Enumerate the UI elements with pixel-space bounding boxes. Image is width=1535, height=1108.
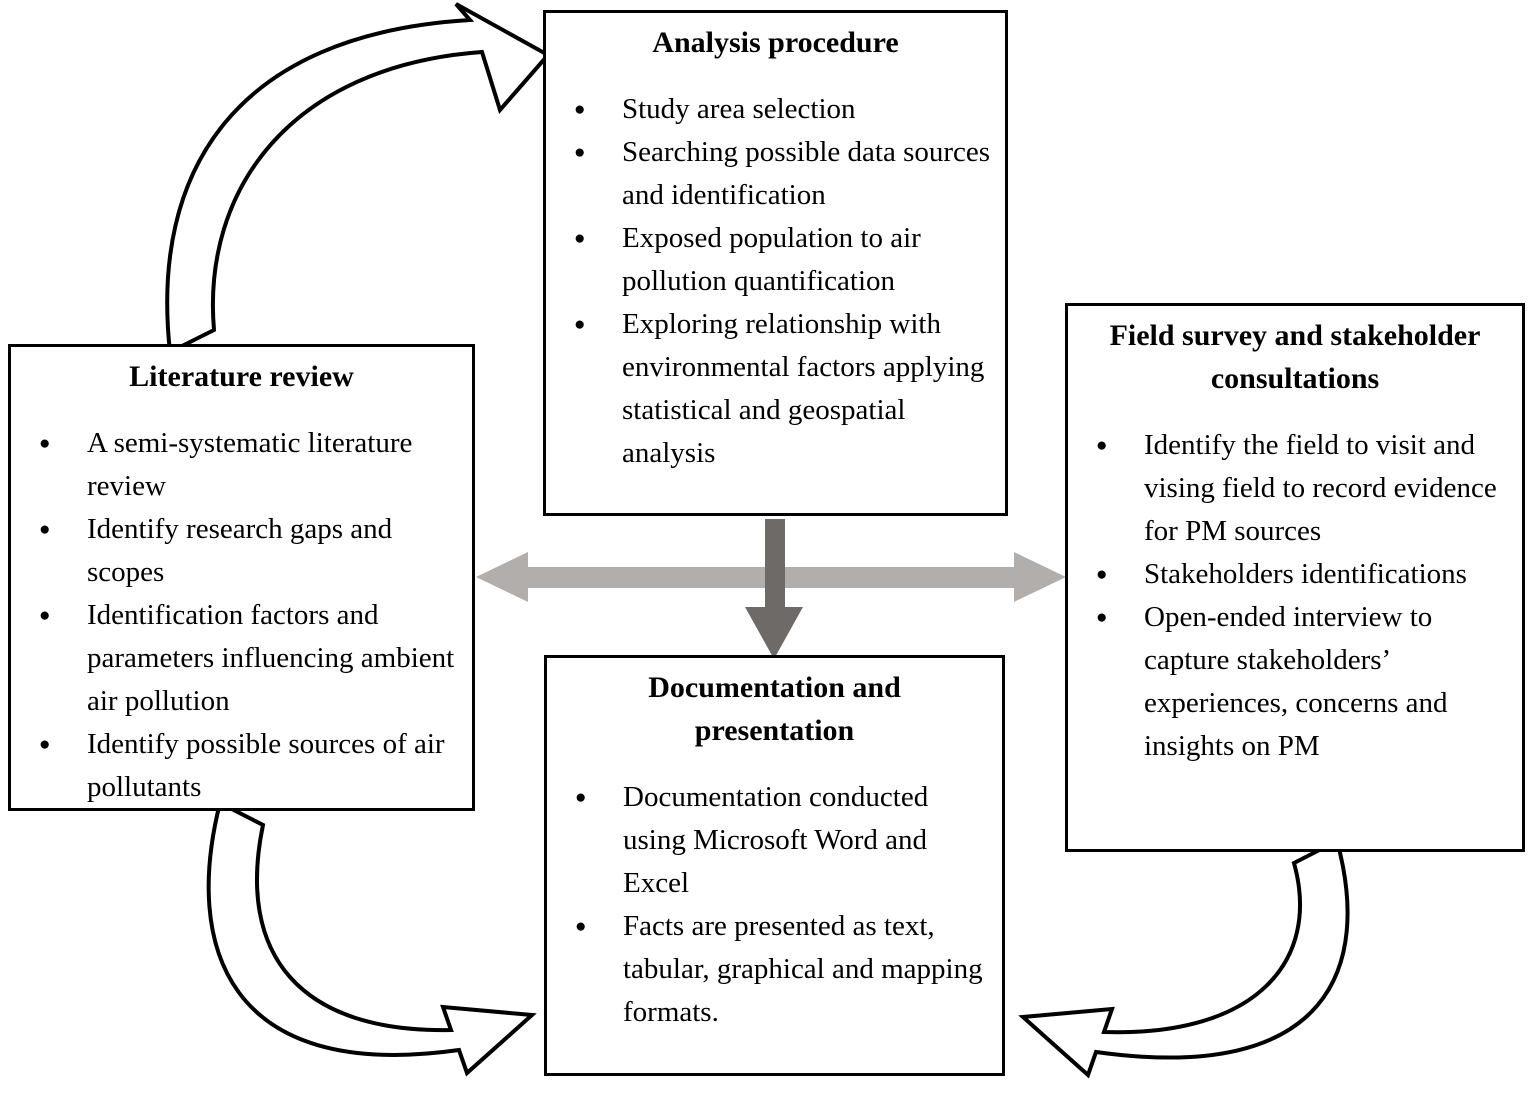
bullet-text: Searching possible data sources and iden… [622,136,991,211]
bullet-list-literature: ● A semi-systematic literature review ● … [11,422,472,809]
curved-arrow-shape [165,2,552,356]
bullet-list-documentation: ● Documentation conducted using Microsof… [547,776,1002,1034]
box-title-analysis-procedure: Analysis procedure [652,26,899,59]
list-item: ● Open-ended interview to capture stakeh… [1068,596,1522,768]
list-item: ● Exploring relationship with environmen… [546,303,1005,475]
bullet-text: Documentation conducted using Microsoft … [623,781,929,899]
bullet-text: Identify research gaps and scopes [87,513,393,588]
bullet-list-analysis: ● Study area selection ● Searching possi… [546,88,1005,475]
bullet-text: A semi-systematic literature review [87,427,413,502]
bullet-icon: ● [1096,435,1108,456]
bullet-icon: ● [574,99,586,120]
box-title-documentation-presentation: Documentation and presentation [648,671,901,747]
bullet-icon: ● [575,916,587,937]
bullet-icon: ● [1096,564,1108,585]
curved-arrow-literature-to-analysis-icon [165,2,552,356]
box-analysis-procedure: Analysis procedure ● Study area selectio… [543,10,1008,516]
list-item: ● Identify possible sources of air pollu… [11,723,472,809]
box-documentation-presentation: Documentation and presentation ● Documen… [544,655,1005,1076]
bullet-icon: ● [574,228,586,249]
bullet-text: Open-ended interview to capture stakehol… [1144,601,1448,762]
down-arrow-shape [745,519,803,659]
bullet-text: Exposed population to air pollution quan… [622,222,921,297]
box-title-literature-review: Literature review [129,360,354,393]
bullet-text: Identification factors and parameters in… [87,599,455,717]
curved-arrow-literature-to-documentation-icon [206,800,537,1077]
list-item: ● Exposed population to air pollution qu… [546,217,1005,303]
bullet-text: Study area selection [622,93,856,125]
bullet-text: Identify possible sources of air polluta… [87,728,445,803]
list-item: ● Identify research gaps and scopes [11,508,472,594]
bullet-text: Stakeholders identifications [1144,558,1467,590]
bullet-icon: ● [1096,607,1108,628]
list-item: ● Facts are presented as text, tabular, … [547,905,1002,1034]
bullet-icon: ● [574,314,586,335]
bullet-icon: ● [39,605,51,626]
bullet-text: Exploring relationship with environmenta… [622,308,985,469]
down-arrow-icon [745,519,803,659]
bullet-icon: ● [39,734,51,755]
list-item: ● Identification factors and parameters … [11,594,472,723]
bullet-text: Identify the field to visit and vising f… [1144,429,1497,547]
box-title-field-survey: Field survey and stakeholder consultatio… [1109,319,1481,395]
bullet-icon: ● [574,142,586,163]
bullet-icon: ● [39,433,51,454]
curved-arrow-shape [1018,838,1350,1079]
bullet-list-field: ● Identify the field to visit and vising… [1068,424,1522,768]
bullet-icon: ● [575,787,587,808]
list-item: ● A semi-systematic literature review [11,422,472,508]
box-field-survey: Field survey and stakeholder consultatio… [1065,303,1525,852]
list-item: ● Study area selection [546,88,1005,131]
curved-arrow-fieldsurvey-to-documentation-icon [1018,838,1350,1079]
bullet-icon: ● [39,519,51,540]
list-item: ● Documentation conducted using Microsof… [547,776,1002,905]
box-literature-review: Literature review ● A semi-systematic li… [8,344,475,811]
list-item: ● Searching possible data sources and id… [546,131,1005,217]
list-item: ● Stakeholders identifications [1068,553,1522,596]
list-item: ● Identify the field to visit and vising… [1068,424,1522,553]
bullet-text: Facts are presented as text, tabular, gr… [623,910,983,1028]
curved-arrow-shape [206,800,537,1077]
